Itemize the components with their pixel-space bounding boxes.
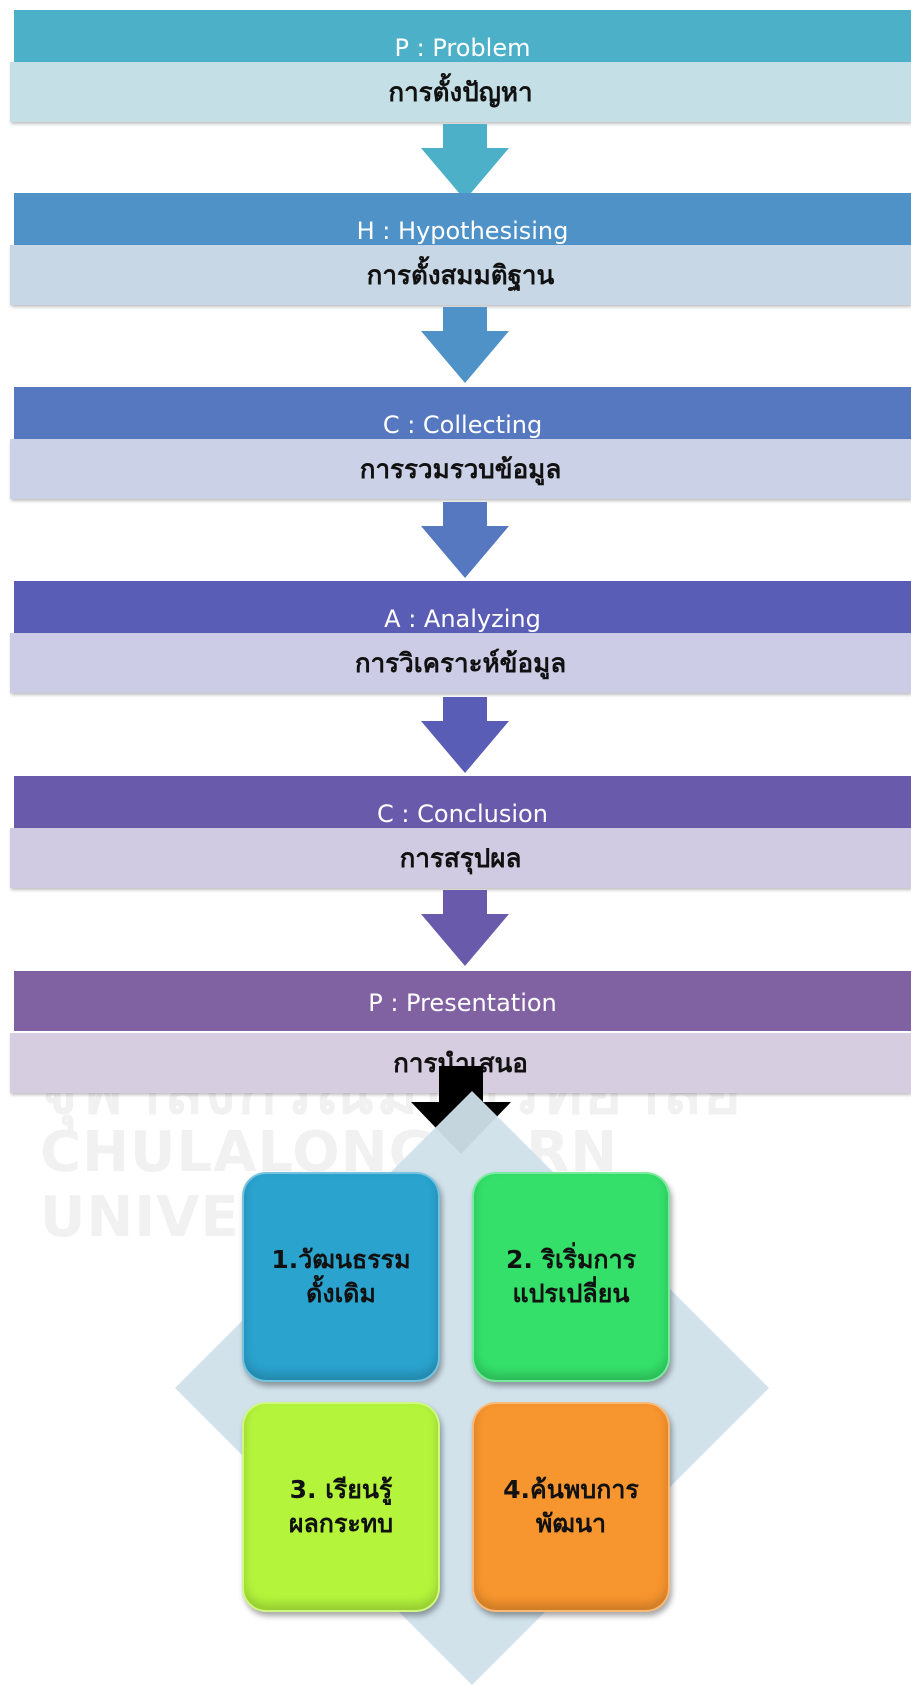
step-collecting: C : Collecting การรวมรวบข้อมูล xyxy=(0,387,911,687)
quadrant-label: 4.ค้นพบการ พัฒนา xyxy=(503,1475,639,1538)
step-band: C : Conclusion xyxy=(14,776,911,836)
down-arrow-icon xyxy=(421,502,509,578)
down-arrow-icon xyxy=(421,890,509,966)
step-problem: P : Problem การตั้งปัญหา xyxy=(0,10,911,310)
quadrant-traditional-culture: 1.วัฒนธรรม ดั้งเดิม xyxy=(242,1172,440,1382)
quadrant-label: 3. เรียนรู้ ผลกระทบ xyxy=(288,1475,394,1538)
quadrant-discover-development: 4.ค้นพบการ พัฒนา xyxy=(472,1402,670,1612)
quadrant-initiate-change: 2. ริเริ่มการ แปรเปลี่ยน xyxy=(472,1172,670,1382)
step-band-label: A : Analyzing xyxy=(384,605,541,633)
quadrant-label: 1.วัฒนธรรม ดั้งเดิม xyxy=(271,1245,411,1308)
step-band-label: P : Presentation xyxy=(368,989,557,1017)
step-band: P : Problem xyxy=(14,10,911,70)
step-conclusion: C : Conclusion การสรุปผล xyxy=(0,776,911,1076)
step-thai-label: การรวมรวบข้อมูล xyxy=(10,439,911,499)
step-band-label: P : Problem xyxy=(394,34,531,62)
step-thai-label: การตั้งปัญหา xyxy=(10,62,911,122)
step-band-label: C : Collecting xyxy=(382,411,543,439)
step-band: C : Collecting xyxy=(14,387,911,447)
step-thai-label: การวิเคราะห์ข้อมูล xyxy=(10,633,911,693)
down-arrow-icon xyxy=(421,697,509,773)
step-thai-label: การตั้งสมมติฐาน xyxy=(10,245,911,305)
step-hypothesising: H : Hypothesising การตั้งสมมติฐาน xyxy=(0,193,911,493)
step-band: A : Analyzing xyxy=(14,581,911,641)
quadrant-learn-impact: 3. เรียนรู้ ผลกระทบ xyxy=(242,1402,440,1612)
quadrant-label: 2. ริเริ่มการ แปรเปลี่ยน xyxy=(505,1245,637,1308)
step-band-label: C : Conclusion xyxy=(377,800,548,828)
step-analyzing: A : Analyzing การวิเคราะห์ข้อมูล xyxy=(0,581,911,881)
step-thai-label: การสรุปผล xyxy=(10,828,911,888)
down-arrow-icon xyxy=(421,124,509,200)
step-band: P : Presentation xyxy=(14,971,911,1031)
down-arrow-icon xyxy=(421,307,509,383)
step-band-label: H : Hypothesising xyxy=(356,217,569,245)
step-band: H : Hypothesising xyxy=(14,193,911,253)
